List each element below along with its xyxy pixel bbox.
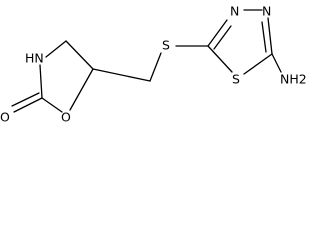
atom-label-nh: HN [25,51,44,66]
bond-c5-nh2 [271,53,282,73]
bond-c5-ch2-linker [92,68,151,82]
bond-c2-o-double-b [11,92,40,107]
atom-label-o-carbonyl: O [0,110,10,125]
bond-ch2-c5 [65,40,94,70]
bond-c2-o-double-a [13,97,43,113]
atom-label-o-ring: O [61,110,71,125]
bond-c5-o [69,68,94,111]
bond-n-ch2 [45,40,67,58]
bond-o-c2 [41,97,63,113]
atom-label-n-upper-left: N [230,4,239,19]
bond-n4-c5 [267,17,273,55]
bond-c5-s1 [243,53,273,75]
atom-label-amine: NH2 [280,72,307,87]
bond-c2-n [39,64,43,99]
atom-label-s-linker: S [162,38,170,53]
bond-linker-s [149,52,162,82]
atom-label-n-upper-right: N [262,4,271,19]
bond-c2-n3 [207,19,228,47]
bond-s1-c2 [207,45,233,73]
atom-label-s-ring: S [232,72,240,87]
bond-n4-c5-double [261,21,267,53]
chemical-structure-diagram: HN O O S N N S NH2 [0,4,307,125]
bond-c2-n3-double [213,25,232,50]
